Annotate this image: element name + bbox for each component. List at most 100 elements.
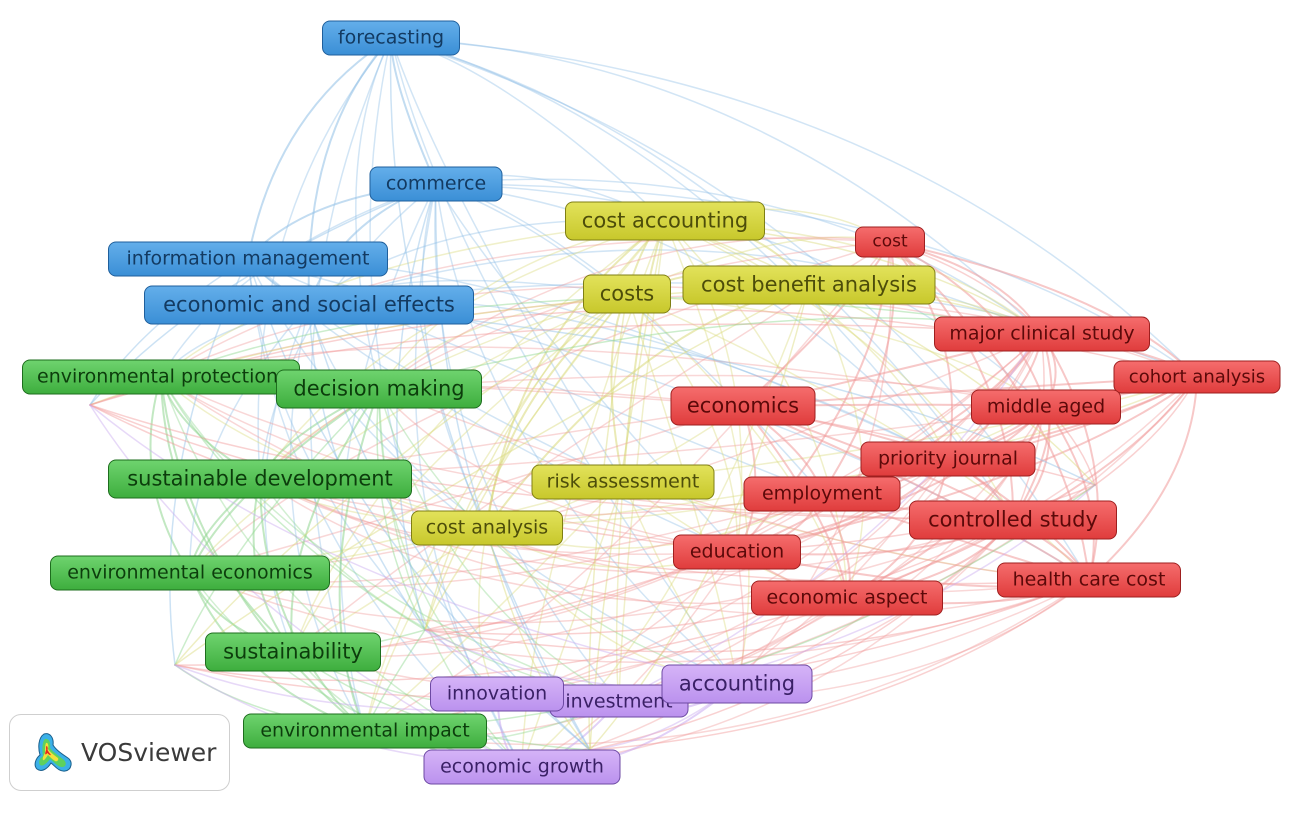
node-sustainability[interactable]: sustainability (205, 632, 381, 672)
node-employment[interactable]: employment (743, 476, 901, 512)
link-line (378, 388, 498, 695)
node-cohort-analysis[interactable]: cohort analysis (1113, 360, 1281, 394)
node-cost[interactable]: cost (855, 226, 925, 258)
node-education[interactable]: education (673, 534, 801, 570)
link-line (160, 376, 1014, 521)
link-line (160, 376, 488, 529)
link-line (496, 376, 1198, 695)
node-environmental-protection[interactable]: environmental protection (22, 359, 300, 395)
vosviewer-logo: VOSviewer (9, 714, 230, 791)
link-line (292, 293, 628, 653)
link-line (626, 293, 738, 553)
link-line (626, 293, 848, 599)
node-sustainable-development[interactable]: sustainable development (108, 459, 412, 499)
link-line (308, 249, 1043, 335)
link-line (259, 478, 848, 605)
node-cost-accounting[interactable]: cost accounting (565, 201, 765, 241)
link-line (589, 519, 1014, 751)
link-line (259, 478, 1090, 617)
link-line (364, 241, 891, 732)
link-line (390, 37, 949, 460)
link-line (259, 478, 1014, 574)
link-line (1041, 333, 1099, 581)
link-line (496, 458, 949, 695)
node-controlled-study[interactable]: controlled study (909, 500, 1117, 540)
link-line (338, 388, 380, 732)
link-line (424, 579, 1090, 653)
vosviewer-logo-icon (34, 733, 72, 772)
link-line (626, 293, 1090, 581)
node-commerce[interactable]: commerce (369, 166, 503, 202)
link-line (259, 478, 366, 732)
link-line (424, 493, 823, 631)
node-costs[interactable]: costs (583, 274, 671, 314)
link-line (189, 519, 1014, 624)
link-line (160, 297, 1041, 378)
node-forecasting[interactable]: forecasting (322, 20, 460, 56)
node-economic-and-social-effects[interactable]: economic and social effects (144, 285, 474, 325)
link-line (247, 258, 738, 685)
link-line (390, 37, 624, 483)
link-line (259, 241, 891, 480)
node-health-care-cost[interactable]: health care cost (997, 562, 1181, 598)
link-line (664, 220, 1096, 486)
link-line (421, 183, 488, 529)
node-major-clinical-study[interactable]: major clinical study (934, 316, 1150, 352)
node-information-management[interactable]: information management (108, 241, 388, 277)
link-line (290, 388, 380, 653)
node-cost-analysis[interactable]: cost analysis (411, 510, 563, 546)
node-decision-making[interactable]: decision making (276, 369, 482, 409)
node-priority-journal[interactable]: priority journal (860, 441, 1036, 477)
link-line (247, 37, 392, 260)
link-line (378, 388, 523, 768)
node-innovation[interactable]: innovation (430, 676, 564, 712)
link-line (378, 388, 620, 702)
link-line (521, 458, 949, 768)
link-line (174, 597, 848, 682)
vosviewer-logo-text: VOSviewer (81, 738, 217, 767)
link-line (376, 388, 426, 631)
link-line (664, 220, 949, 460)
link-line (189, 304, 310, 574)
node-economics[interactable]: economics (670, 386, 816, 426)
link-line (89, 404, 1014, 521)
node-economic-aspect[interactable]: economic aspect (751, 580, 943, 616)
link-line (435, 178, 1043, 335)
link-line (160, 376, 620, 702)
link-line (355, 37, 392, 390)
link-line (189, 293, 628, 574)
link-line (424, 293, 628, 631)
node-risk-assessment[interactable]: risk assessment (531, 464, 715, 500)
link-line (435, 183, 738, 685)
link-line (174, 388, 380, 666)
node-middle-aged[interactable]: middle aged (971, 389, 1121, 425)
node-economic-growth[interactable]: economic growth (423, 749, 621, 785)
link-line (160, 285, 1043, 378)
link-line (174, 284, 810, 666)
link-line (521, 481, 624, 768)
link-line (846, 376, 1198, 599)
link-line (626, 293, 738, 685)
link-line (434, 183, 620, 702)
link-line (622, 220, 666, 483)
link-line (424, 519, 1014, 636)
link-line (378, 388, 738, 553)
link-line (378, 236, 891, 390)
node-accounting[interactable]: accounting (661, 664, 813, 704)
link-line (389, 37, 437, 185)
link-line (1045, 406, 1095, 581)
link-line (889, 241, 1198, 378)
link-line (308, 304, 488, 529)
link-line (390, 37, 1198, 378)
link-line (486, 293, 628, 529)
node-environmental-economics[interactable]: environmental economics (50, 555, 330, 591)
link-line (378, 388, 738, 685)
link-line (486, 527, 591, 751)
node-environmental-impact[interactable]: environmental impact (243, 713, 487, 749)
link-line (189, 572, 1090, 663)
link-line (664, 220, 743, 553)
link-line (1012, 329, 1045, 521)
node-cost-benefit-analysis[interactable]: cost benefit analysis (682, 265, 936, 305)
link-line (160, 376, 426, 631)
